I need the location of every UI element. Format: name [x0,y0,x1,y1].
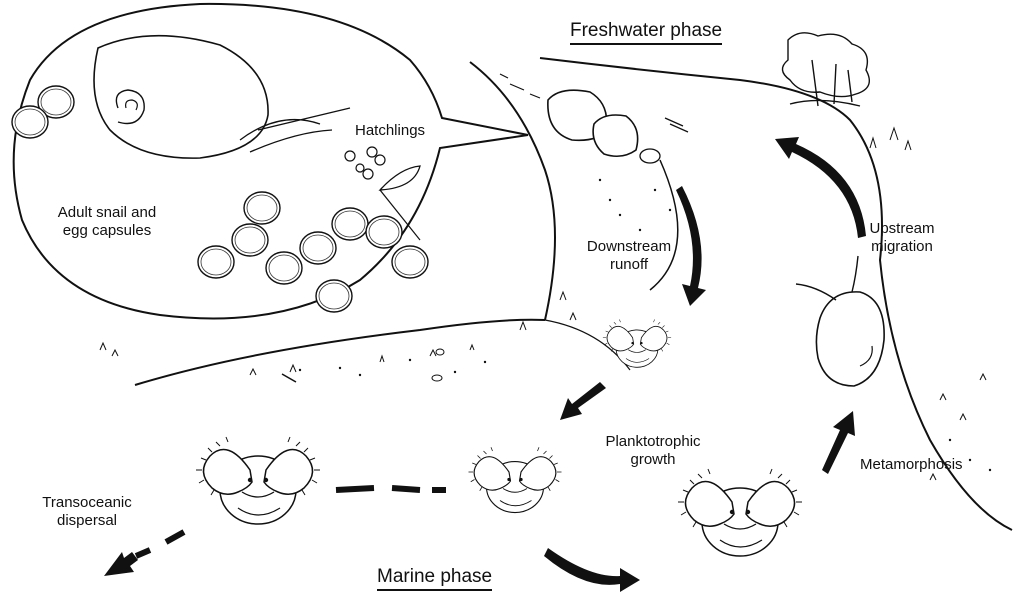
transoceanic-dispersal-label: Transoceanic dispersal [32,494,142,530]
downstream-runoff-label: Downstream runoff [584,238,674,274]
upstream-migration-label: Upstream migration [857,220,947,256]
marine-phase-title: Marine phase [377,566,492,591]
hatchlings-label: Hatchlings [355,122,425,140]
metamorphosis-label: Metamorphosis [860,456,963,474]
freshwater-phase-title: Freshwater phase [570,20,722,45]
planktotrophic-growth-label: Planktotrophic growth [598,433,708,469]
adult-snail-label: Adult snail and egg capsules [42,204,172,240]
